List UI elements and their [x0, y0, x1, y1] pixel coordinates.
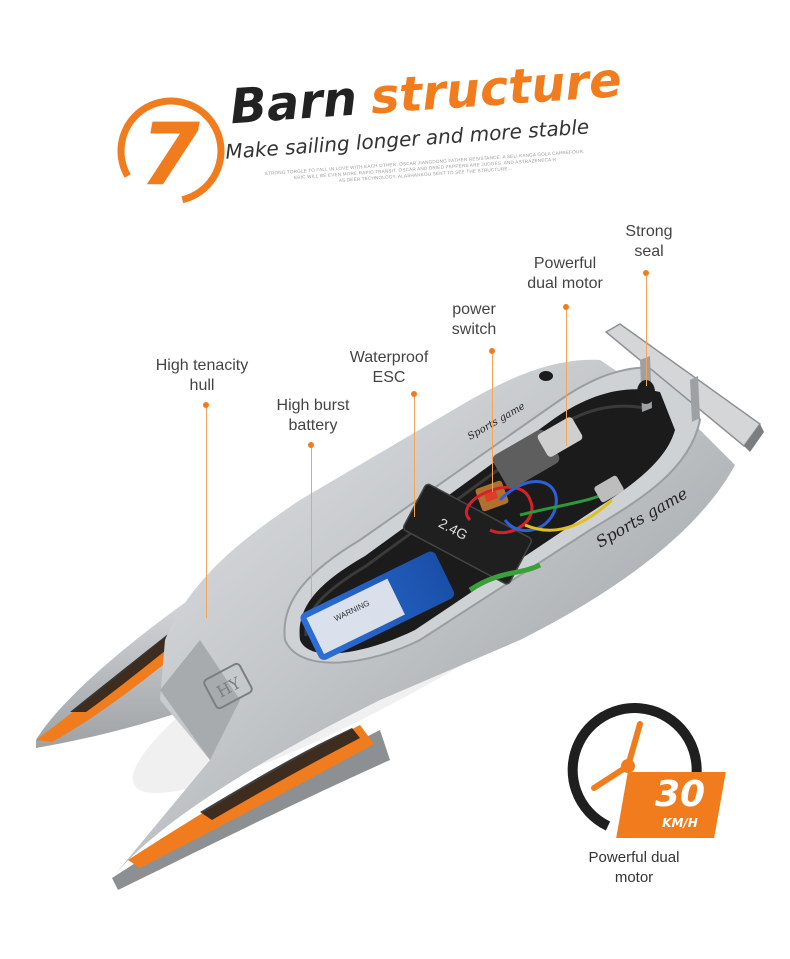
- callout-esc-line: [414, 397, 415, 517]
- callout-battery-label: High burst battery: [276, 397, 350, 434]
- callout-seal: Strong seal: [612, 222, 686, 262]
- callout-motor-label: Powerful dual motor: [527, 255, 603, 292]
- callout-switch-label: power switch: [451, 301, 497, 338]
- callout-motor: Powerful dual motor: [516, 254, 614, 294]
- callout-hull-dot: [203, 402, 209, 408]
- callout-seal-dot: [643, 270, 649, 276]
- callout-hull-label: High tenacity hull: [155, 357, 249, 394]
- number-badge: 7: [117, 97, 225, 205]
- callout-switch: power switch: [434, 300, 514, 340]
- callout-esc-dot: [411, 391, 417, 397]
- callout-switch-dot: [489, 348, 495, 354]
- callout-battery: High burst battery: [262, 396, 364, 436]
- callout-seal-line: [646, 276, 647, 386]
- callout-esc: Waterproof ESC: [338, 348, 440, 388]
- speed-value: 30: [654, 774, 706, 815]
- speed-caption: Powerful dual motor: [588, 849, 680, 886]
- callout-seal-label: Strong seal: [625, 223, 673, 260]
- callout-esc-label: Waterproof ESC: [349, 349, 429, 386]
- callout-motor-dot: [563, 304, 569, 310]
- callout-battery-dot: [308, 442, 314, 448]
- speedometer-icon: [567, 703, 702, 831]
- callout-battery-line: [311, 448, 312, 598]
- badge-number: 7: [140, 105, 200, 205]
- callout-hull: High tenacity hull: [152, 356, 252, 396]
- speed-unit: KM/H: [662, 816, 698, 830]
- callout-hull-line: [206, 408, 207, 618]
- callout-motor-line: [566, 310, 567, 446]
- callout-switch-line: [492, 354, 493, 492]
